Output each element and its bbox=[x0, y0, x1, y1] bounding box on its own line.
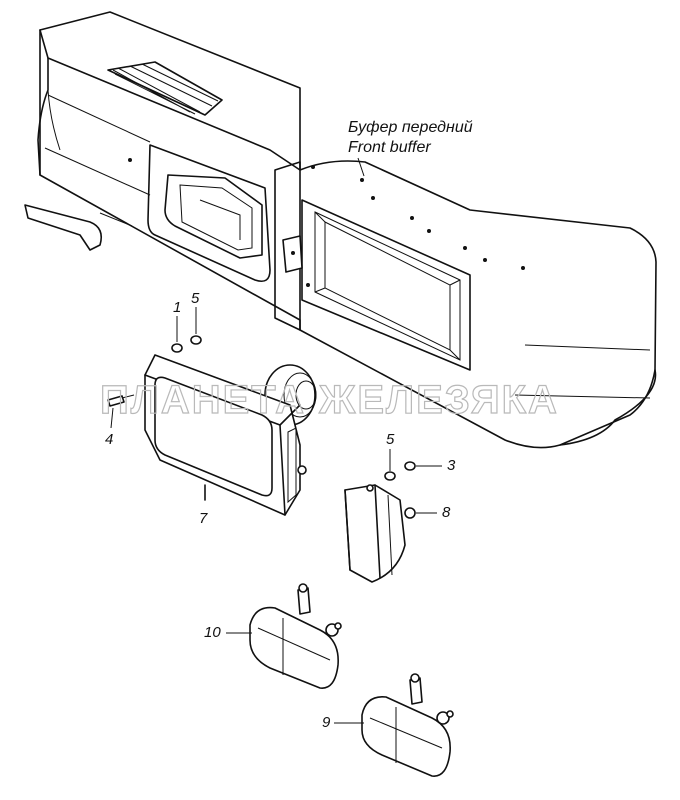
callout-1-label: 1 bbox=[173, 299, 181, 316]
callout-5-upper-label: 5 bbox=[191, 290, 200, 307]
title-english: Front buffer bbox=[348, 139, 431, 156]
callout-3: 3 bbox=[416, 457, 456, 474]
callout-3-label: 3 bbox=[447, 457, 456, 474]
watermark-text: ПЛАНЕТА ЖЕЛЕЗЯКА bbox=[100, 378, 559, 422]
side-lamp bbox=[344, 484, 416, 583]
callout-10: 10 bbox=[204, 624, 252, 641]
fog-lamp-lower bbox=[361, 673, 454, 777]
callout-4: 4 bbox=[105, 407, 114, 448]
top-vent bbox=[107, 61, 223, 116]
callout-8: 8 bbox=[416, 504, 451, 521]
title-leader bbox=[357, 157, 365, 177]
front-buffer bbox=[24, 11, 657, 449]
headlamp-assembly bbox=[144, 354, 317, 516]
callout-10-label: 10 bbox=[204, 624, 221, 641]
callout-8-label: 8 bbox=[442, 504, 451, 521]
callout-9: 9 bbox=[322, 714, 364, 731]
title-russian: Буфер передний bbox=[348, 119, 473, 136]
callout-5-lower-label: 5 bbox=[386, 431, 395, 448]
callout-7-label: 7 bbox=[199, 510, 208, 527]
callout-5-upper: 5 bbox=[191, 290, 200, 334]
callout-9-label: 9 bbox=[322, 714, 331, 731]
fog-lamp-upper bbox=[249, 583, 342, 689]
callout-4-label: 4 bbox=[105, 431, 113, 448]
callout-5-lower: 5 bbox=[386, 431, 395, 471]
callout-1: 1 bbox=[173, 299, 181, 342]
callout-7: 7 bbox=[199, 510, 208, 527]
headlamp-fasteners bbox=[107, 335, 416, 481]
